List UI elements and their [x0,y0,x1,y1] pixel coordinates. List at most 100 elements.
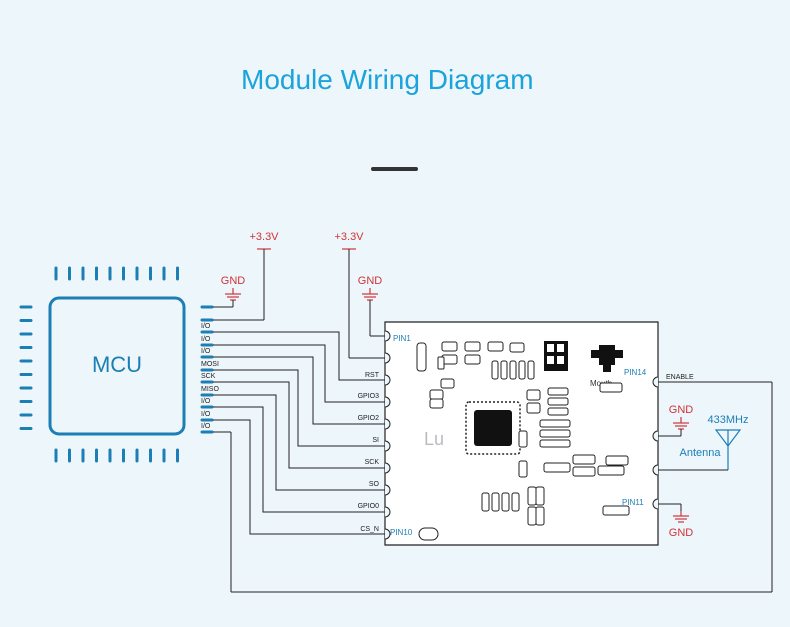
mcu-pin-label: SCK [201,373,216,380]
module-pin-label: GPIO2 [358,415,380,422]
module-left-pad [384,396,391,408]
module-left-pad [384,352,391,364]
mcu-chip [48,296,186,436]
passive-components [416,341,630,541]
mcu-label: MCU [92,352,142,377]
smd-component [429,389,444,400]
smd-component [440,378,455,389]
smd-component [527,506,537,526]
mcu-pin-labels: I/O I/O I/O MOSI SCK MISO I/O I/O I/O [201,323,219,430]
gnd-bottom-label: GND [669,527,694,539]
signal-wire [213,344,385,403]
smd-component [535,506,545,526]
smd-component [464,354,481,365]
module-left-pad [384,418,391,430]
signal-wire [213,356,385,425]
smd-component [572,454,596,465]
main-ic-core [474,410,512,446]
antenna-label: Antenna [680,447,722,459]
smd-component [547,407,569,416]
signal-wire [213,381,385,469]
mcu-pin-label: I/O [201,398,211,405]
gnd-top-label: GND [669,404,694,416]
smd-component [518,430,528,448]
gnd-left-icon [225,288,241,301]
module-right-pad [652,464,659,476]
antenna-icon [714,429,742,470]
smd-component [491,360,499,380]
smd-component [597,465,625,476]
gnd-right-icon [362,288,378,301]
module-left-pad [384,528,391,540]
module-pads [384,330,659,540]
module-pin-label: GPIO3 [358,393,380,400]
freq-label: 433MHz [708,414,749,426]
smd-component [547,397,569,406]
smd-component [547,387,569,396]
signal-wire [213,331,385,381]
vcc-left-label: +3.3V [249,231,279,243]
mcu-pin-label: I/O [201,348,211,355]
module-pin-label: RST [365,372,380,379]
mcu-pin-label: I/O [201,423,211,430]
silk-lu: Lu [424,429,444,449]
module-right-pad [652,430,659,442]
smd-component [526,402,541,414]
mcu-pin-label: I/O [201,411,211,418]
module-pin-label: SCK [365,459,380,466]
signal-wire [213,419,385,535]
gnd-left-label: GND [221,275,246,287]
module-left-pad [384,440,391,452]
mcu-pin-label: I/O [201,323,211,330]
smd-component [509,342,525,353]
module-left-pad [384,374,391,386]
smd-component [487,341,504,352]
pin1-label: PIN1 [393,334,411,343]
module-left-pad [384,462,391,474]
smd-component [599,382,623,393]
smd-component [418,527,439,541]
smd-component [429,398,444,409]
smd-component [501,492,510,512]
module-right-pad [652,376,659,388]
smd-component [491,492,500,512]
signal-wire [213,369,385,447]
module-left-pad [384,484,391,496]
enable-label: ENABLE [666,374,694,381]
smd-component [527,486,537,506]
smd-component [518,460,528,478]
main-ic [465,401,521,455]
pin10-label: PIN10 [390,528,413,537]
smd-component [535,486,545,506]
gnd-bottom-icon [673,511,689,523]
smd-component [526,389,541,401]
mcu-pin-ticks [19,266,214,463]
smd-component [539,439,571,448]
mcu-pin-label: MISO [201,386,219,393]
switch-component [591,345,623,372]
pin11-label: PIN11 [622,498,644,507]
smd-component [509,360,517,380]
diagram-title: Module Wiring Diagram [241,64,534,95]
smd-component [527,360,535,380]
mcu-pin-label: I/O [201,336,211,343]
smd-component [441,341,458,352]
module-pin-label: GPIO0 [358,503,380,510]
module-pin-label: SO [369,481,380,488]
smd-component [543,462,571,473]
gnd-right-label: GND [358,275,383,287]
vcc-right-label: +3.3V [334,231,364,243]
module-pin-label: CS_N [360,526,379,533]
smd-component [500,360,508,380]
module-pin-label: SI [372,437,379,444]
module-left-pad [384,330,391,342]
smd-component [511,492,520,512]
module-left-pad [384,506,391,518]
smd-component [572,466,596,477]
pin14-label: PIN14 [624,368,647,377]
mcu-pin-label: MOSI [201,361,219,368]
crystal-component [544,341,568,371]
smd-component [518,360,526,380]
